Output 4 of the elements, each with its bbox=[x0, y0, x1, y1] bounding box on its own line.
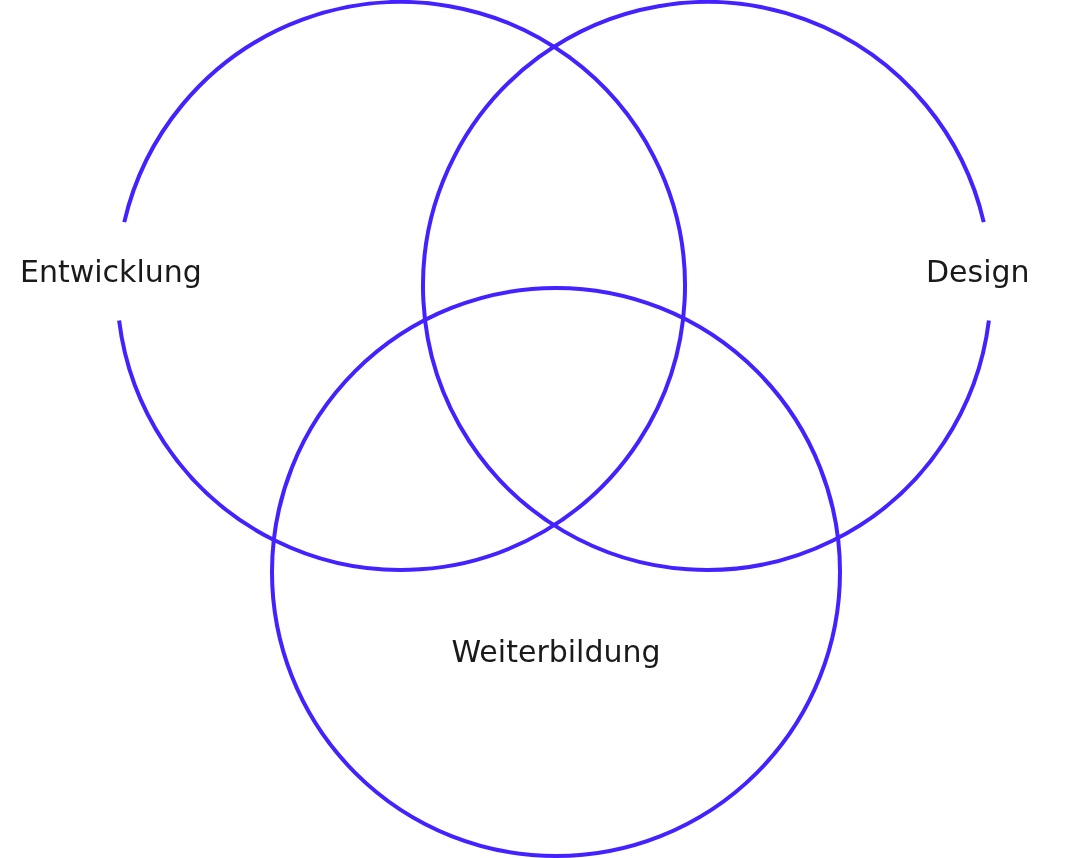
circle-label: Weiterbildung bbox=[451, 634, 661, 670]
venn-circle bbox=[270, 286, 842, 858]
circle-label: Design bbox=[926, 254, 1030, 290]
circle-label: Entwicklung bbox=[20, 254, 202, 290]
